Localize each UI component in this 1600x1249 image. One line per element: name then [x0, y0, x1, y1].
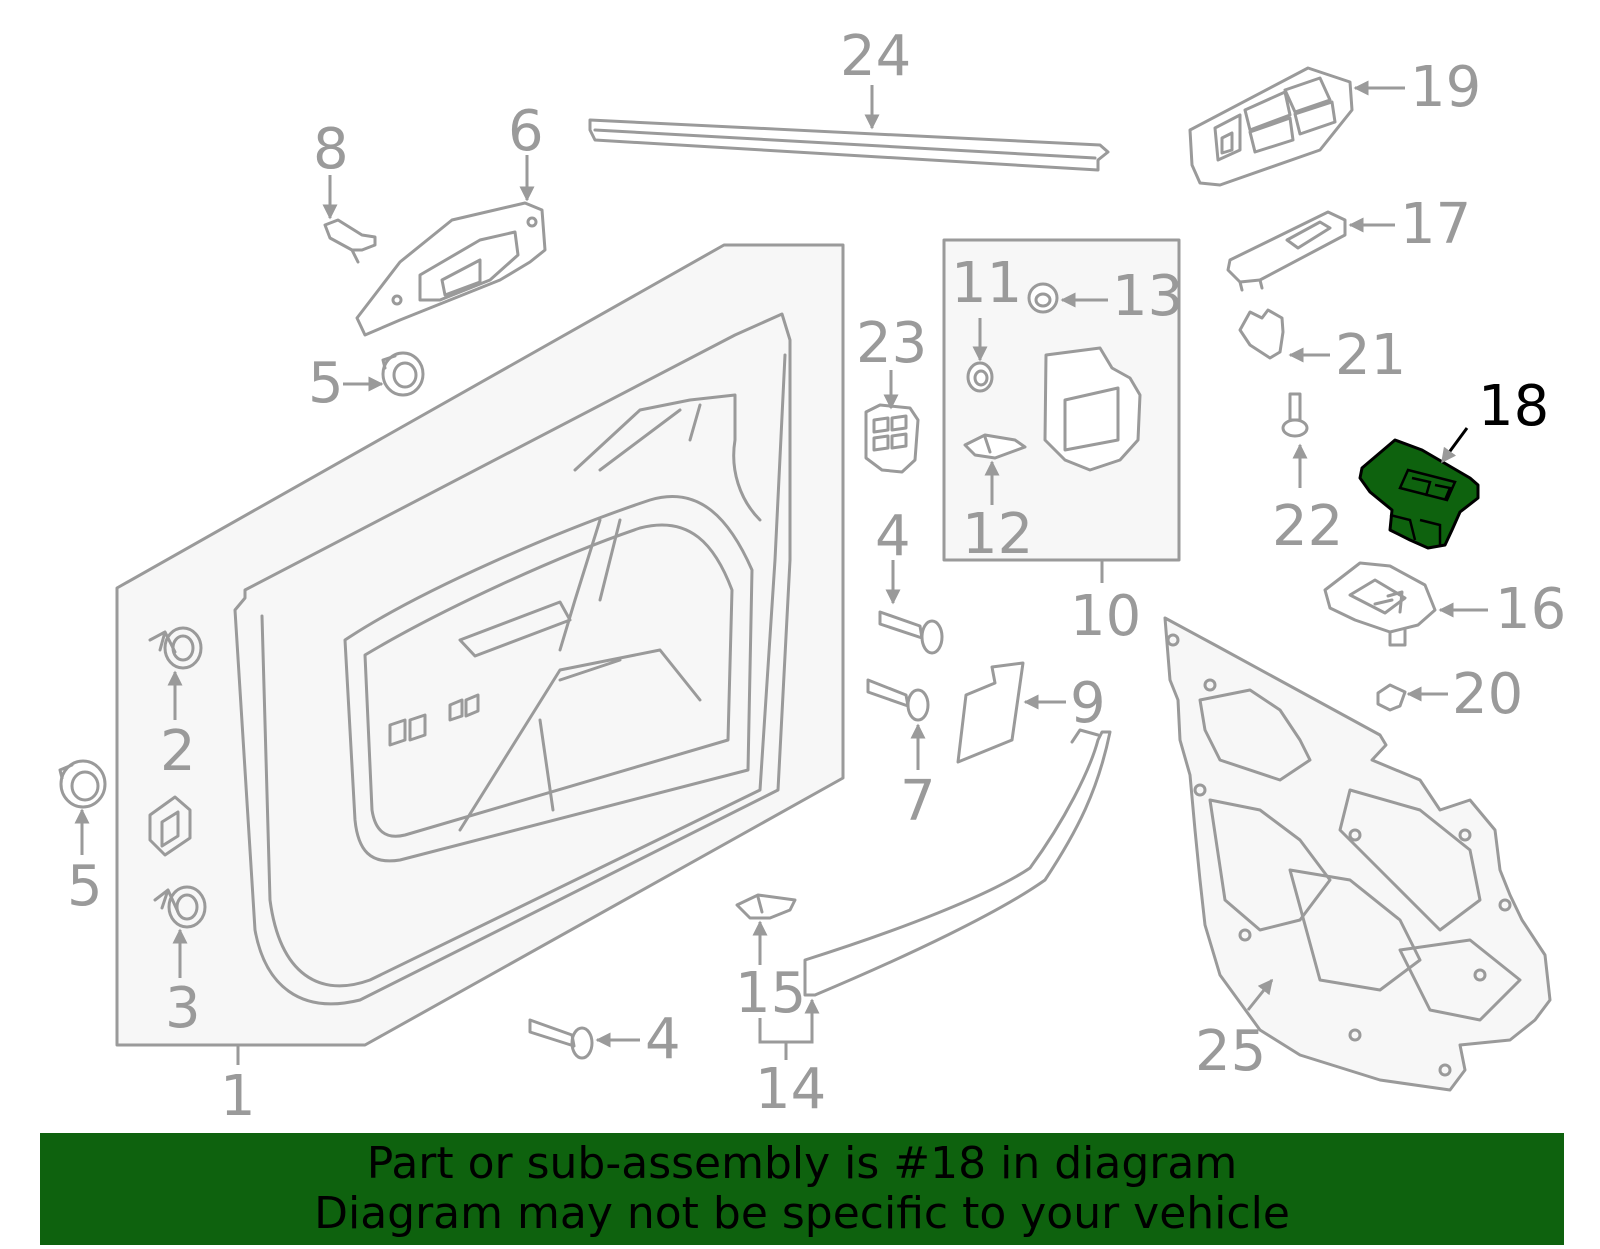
part-4-screw-upper — [878, 610, 944, 655]
callout-4-lower: 4 — [645, 1007, 681, 1072]
callout-25: 25 — [1195, 1019, 1266, 1084]
part-6-handle-bezel — [355, 201, 547, 337]
banner-line-part: Part or sub-assembly is #18 in diagram — [366, 1138, 1238, 1189]
callout-16: 16 — [1495, 577, 1566, 642]
callout-2: 2 — [160, 719, 196, 784]
callout-7: 7 — [900, 769, 936, 834]
callout-3: 3 — [165, 976, 201, 1041]
callout-18-active: 18 — [1478, 374, 1549, 439]
part-22-screw — [1281, 392, 1309, 438]
callout-15: 15 — [735, 961, 806, 1026]
callout-6: 6 — [508, 99, 544, 164]
callout-23: 23 — [856, 311, 927, 376]
part-square-clip — [148, 795, 192, 857]
part-21-clip — [1238, 308, 1285, 360]
part-23-switch — [864, 403, 920, 474]
callout-20: 20 — [1452, 662, 1523, 727]
part-10-kit-box — [942, 238, 1181, 562]
callout-1: 1 — [220, 1064, 256, 1129]
part-13-nut — [1027, 282, 1059, 314]
part-17-switch-bezel — [1226, 210, 1347, 292]
part-2-push-pin — [148, 626, 203, 670]
part-11-grommet — [966, 361, 994, 393]
part-7-screw — [866, 678, 930, 722]
part-16-switch-bezel — [1323, 561, 1437, 647]
part-4-screw-lower — [528, 1018, 594, 1060]
callout-labels: 24 6 8 5 2 5 3 1 23 11 13 12 10 4 7 9 4 … — [67, 24, 1566, 1129]
callout-17: 17 — [1400, 192, 1471, 257]
callout-9: 9 — [1070, 671, 1106, 736]
part-pull-cup — [1043, 346, 1142, 472]
callout-11: 11 — [951, 251, 1022, 316]
callout-21: 21 — [1335, 323, 1406, 388]
banner-line-disclaimer: Diagram may not be specific to your vehi… — [314, 1188, 1290, 1239]
part-18-window-switch-highlighted — [1358, 438, 1480, 550]
part-8-clip — [323, 218, 377, 264]
info-banner: Part or sub-assembly is #18 in diagram D… — [40, 1133, 1564, 1245]
part-24-weatherstrip — [588, 118, 1110, 172]
part-1-door-trim-panel — [115, 243, 845, 1047]
part-5-grommet-top — [381, 351, 425, 397]
callout-24: 24 — [840, 24, 911, 89]
callout-13: 13 — [1112, 264, 1183, 329]
callout-8: 8 — [313, 117, 349, 182]
callout-19: 19 — [1410, 55, 1481, 120]
part-15-clip — [735, 893, 797, 920]
part-20-clip — [1376, 683, 1407, 712]
part-5-grommet-left — [58, 759, 107, 809]
part-12-clip-nut — [963, 433, 1027, 460]
callout-22: 22 — [1272, 494, 1343, 559]
part-9-pad — [956, 661, 1025, 764]
callout-4-upper: 4 — [875, 504, 911, 569]
callout-10: 10 — [1070, 584, 1141, 649]
callout-14: 14 — [755, 1057, 826, 1122]
part-25-watershield — [1163, 616, 1552, 1092]
leader-lines — [74, 80, 1488, 1065]
part-19-master-window-switch — [1188, 66, 1354, 187]
part-14-lower-weatherstrip — [803, 728, 1112, 997]
part-3-push-pin — [153, 885, 207, 929]
callout-5-top: 5 — [308, 351, 344, 416]
callout-12: 12 — [962, 502, 1033, 567]
callout-5-left: 5 — [67, 854, 103, 919]
